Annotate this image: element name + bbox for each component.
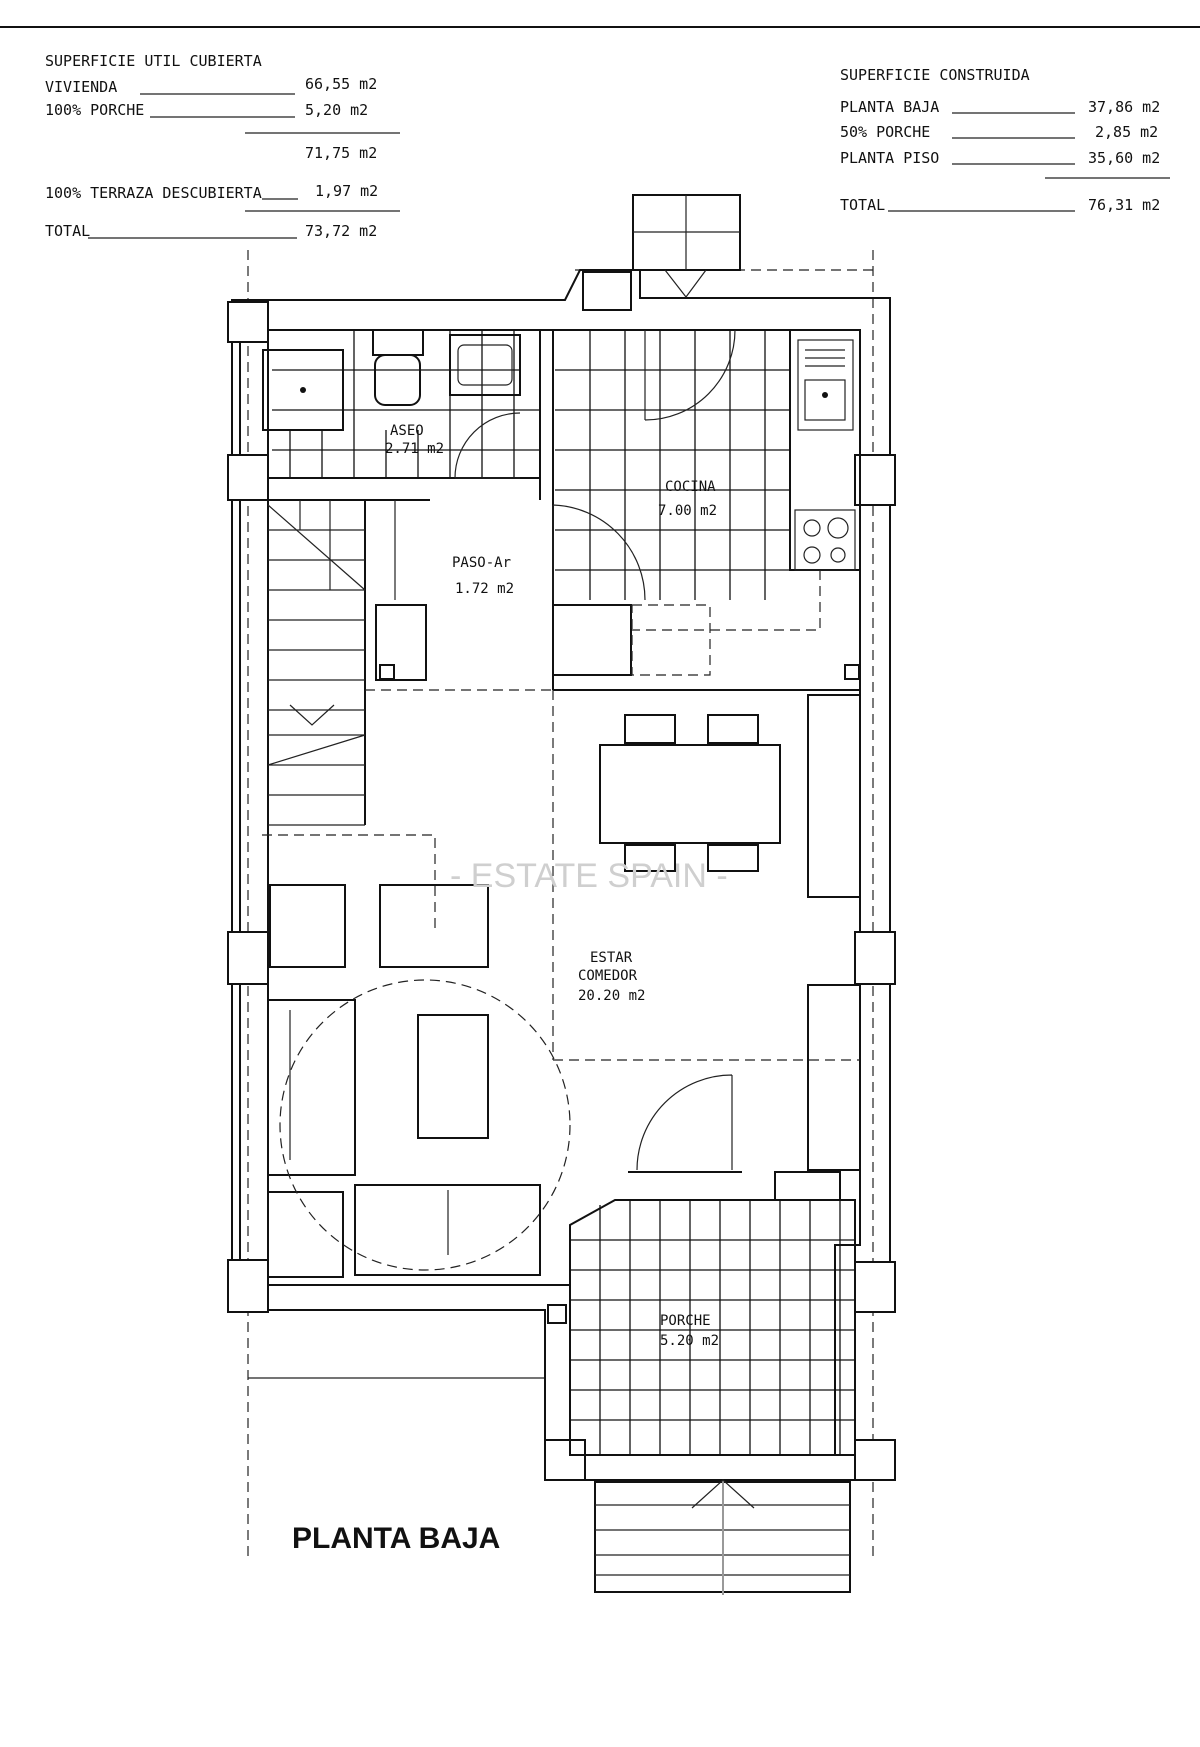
built-row-label: PLANTA PISO: [840, 149, 939, 167]
shower-tray: [262, 349, 344, 431]
column: [227, 301, 269, 343]
cooktop: [794, 509, 856, 571]
room-area: 5.20 m2: [660, 1333, 719, 1349]
room-area: 2.71 m2: [385, 441, 444, 457]
util-row-label: 100% PORCHE: [45, 101, 144, 119]
util-row-value: 5,20 m2: [305, 101, 368, 119]
util-total-label: TOTAL: [45, 222, 90, 240]
room-name: COCINA: [665, 479, 716, 495]
built-row-value: 37,86 m2: [1088, 98, 1160, 116]
room-name: ESTAR: [590, 950, 633, 966]
coffee-table: [417, 1014, 489, 1139]
armchair: [379, 884, 489, 968]
built-row-label: PLANTA BAJA: [840, 98, 939, 116]
cocina-back-door: [644, 329, 736, 421]
built-heading: SUPERFICIE CONSTRUIDA: [840, 66, 1030, 84]
column: [854, 1439, 896, 1481]
util-row-value: 66,55 m2: [305, 75, 377, 93]
porche-tiles: [569, 1199, 856, 1456]
column: [227, 931, 269, 985]
util-area-table: SUPERFICIE UTIL CUBIERTA VIVIENDA 66,55 …: [45, 52, 400, 240]
plan: [227, 194, 896, 1595]
util-total-value: 73,72 m2: [305, 222, 377, 240]
built-row-value: 2,85 m2: [1095, 123, 1158, 141]
built-row-value: 35,60 m2: [1088, 149, 1160, 167]
room-area: 20.20 m2: [578, 988, 645, 1004]
column: [227, 1259, 269, 1313]
stairs: [267, 499, 430, 826]
cabinet: [807, 984, 861, 1171]
cocina-tiles: [555, 330, 790, 600]
rug-outline: [279, 979, 571, 1271]
kitchen-counter: [789, 329, 861, 571]
column: [544, 1439, 586, 1481]
room-name: COMEDOR: [578, 968, 638, 984]
column: [227, 454, 269, 501]
kitchen-sink: [797, 339, 854, 431]
entry-door: [636, 1074, 733, 1171]
washbasin: [449, 334, 521, 396]
terraza-value: 1,97 m2: [315, 182, 378, 200]
dining-table: [599, 744, 781, 844]
toilet: [372, 329, 424, 356]
room-area: 7.00 m2: [658, 503, 717, 519]
plan-title: PLANTA BAJA: [292, 1522, 500, 1555]
util-heading: SUPERFICIE UTIL CUBIERTA: [45, 52, 262, 70]
built-area-table: SUPERFICIE CONSTRUIDA PLANTA BAJA 37,86 …: [840, 66, 1170, 214]
sideboard: [807, 694, 861, 898]
terraza-label: 100% TERRAZA DESCUBIERTA: [45, 184, 262, 202]
room-area: 1.72 m2: [455, 581, 514, 597]
cocina-door: [552, 504, 646, 601]
util-subtotal: 71,75 m2: [305, 144, 377, 162]
util-row-label: VIVIENDA: [45, 78, 117, 96]
room-name: PORCHE: [660, 1313, 711, 1329]
armchair: [269, 884, 346, 968]
built-row-label: 50% PORCHE: [840, 123, 930, 141]
built-total-value: 76,31 m2: [1088, 196, 1160, 214]
room-name: ASEO: [390, 423, 424, 439]
sofa-left: [267, 999, 356, 1176]
room-name: PASO-Ar: [452, 555, 511, 571]
watermark: - ESTATE SPAIN -: [450, 857, 728, 895]
column: [854, 454, 896, 506]
built-total-label: TOTAL: [840, 196, 885, 214]
column: [854, 1261, 896, 1313]
wardrobe: [375, 604, 427, 681]
sofa-bottom: [354, 1184, 541, 1276]
armchair: [267, 1191, 344, 1278]
fridge: [552, 604, 632, 676]
aseo-door: [454, 412, 521, 479]
column: [854, 931, 896, 985]
